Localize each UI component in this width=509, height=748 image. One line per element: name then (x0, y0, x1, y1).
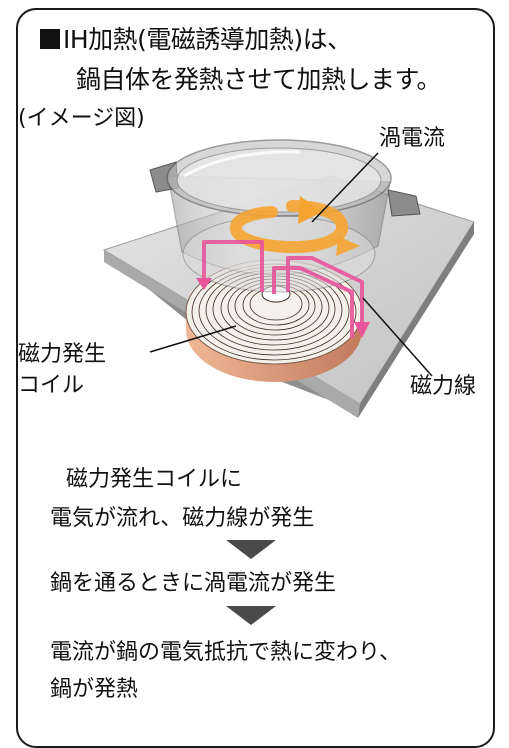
label-leader-lines (149, 152, 433, 377)
label-magnetic-lines: 磁力線 (410, 374, 477, 399)
image-caption: (イメージ図) (18, 106, 145, 131)
down-arrow-icon (226, 606, 276, 625)
magnetic-field-lines (202, 240, 364, 338)
heading: IH加熱(電磁誘導加熱)は、 鍋自体を発熱させて加熱します。 (40, 20, 442, 100)
step3-line2: 鍋が発熱 (50, 677, 139, 702)
magnetic-arrow-right-icon (354, 322, 370, 338)
down-arrow-icon (226, 540, 276, 559)
pot (149, 139, 421, 293)
label-coil-line2: コイル (18, 373, 85, 398)
step2-text: 鍋を通るときに渦電流が発生 (50, 571, 337, 596)
ih-heating-diagram (102, 139, 475, 418)
label-eddy-current: 渦電流 (379, 126, 446, 151)
eddy-current-swirl (230, 196, 360, 256)
step3-line1: 電流が鍋の電気抵抗で熱に変わり、 (50, 640, 402, 665)
step1-line1: 磁力発生コイルに (66, 467, 243, 492)
label-coil-line1: 磁力発生 (18, 342, 107, 367)
step1-line2: 電気が流れ、磁力線が発生 (50, 506, 315, 531)
magnetic-arrow-left-icon (196, 278, 212, 290)
heading-line1: IH加熱(電磁誘導加熱)は、 (63, 25, 352, 54)
bullet-square-icon (40, 29, 60, 49)
heading-line2: 鍋自体を発熱させて加熱します。 (76, 65, 442, 94)
